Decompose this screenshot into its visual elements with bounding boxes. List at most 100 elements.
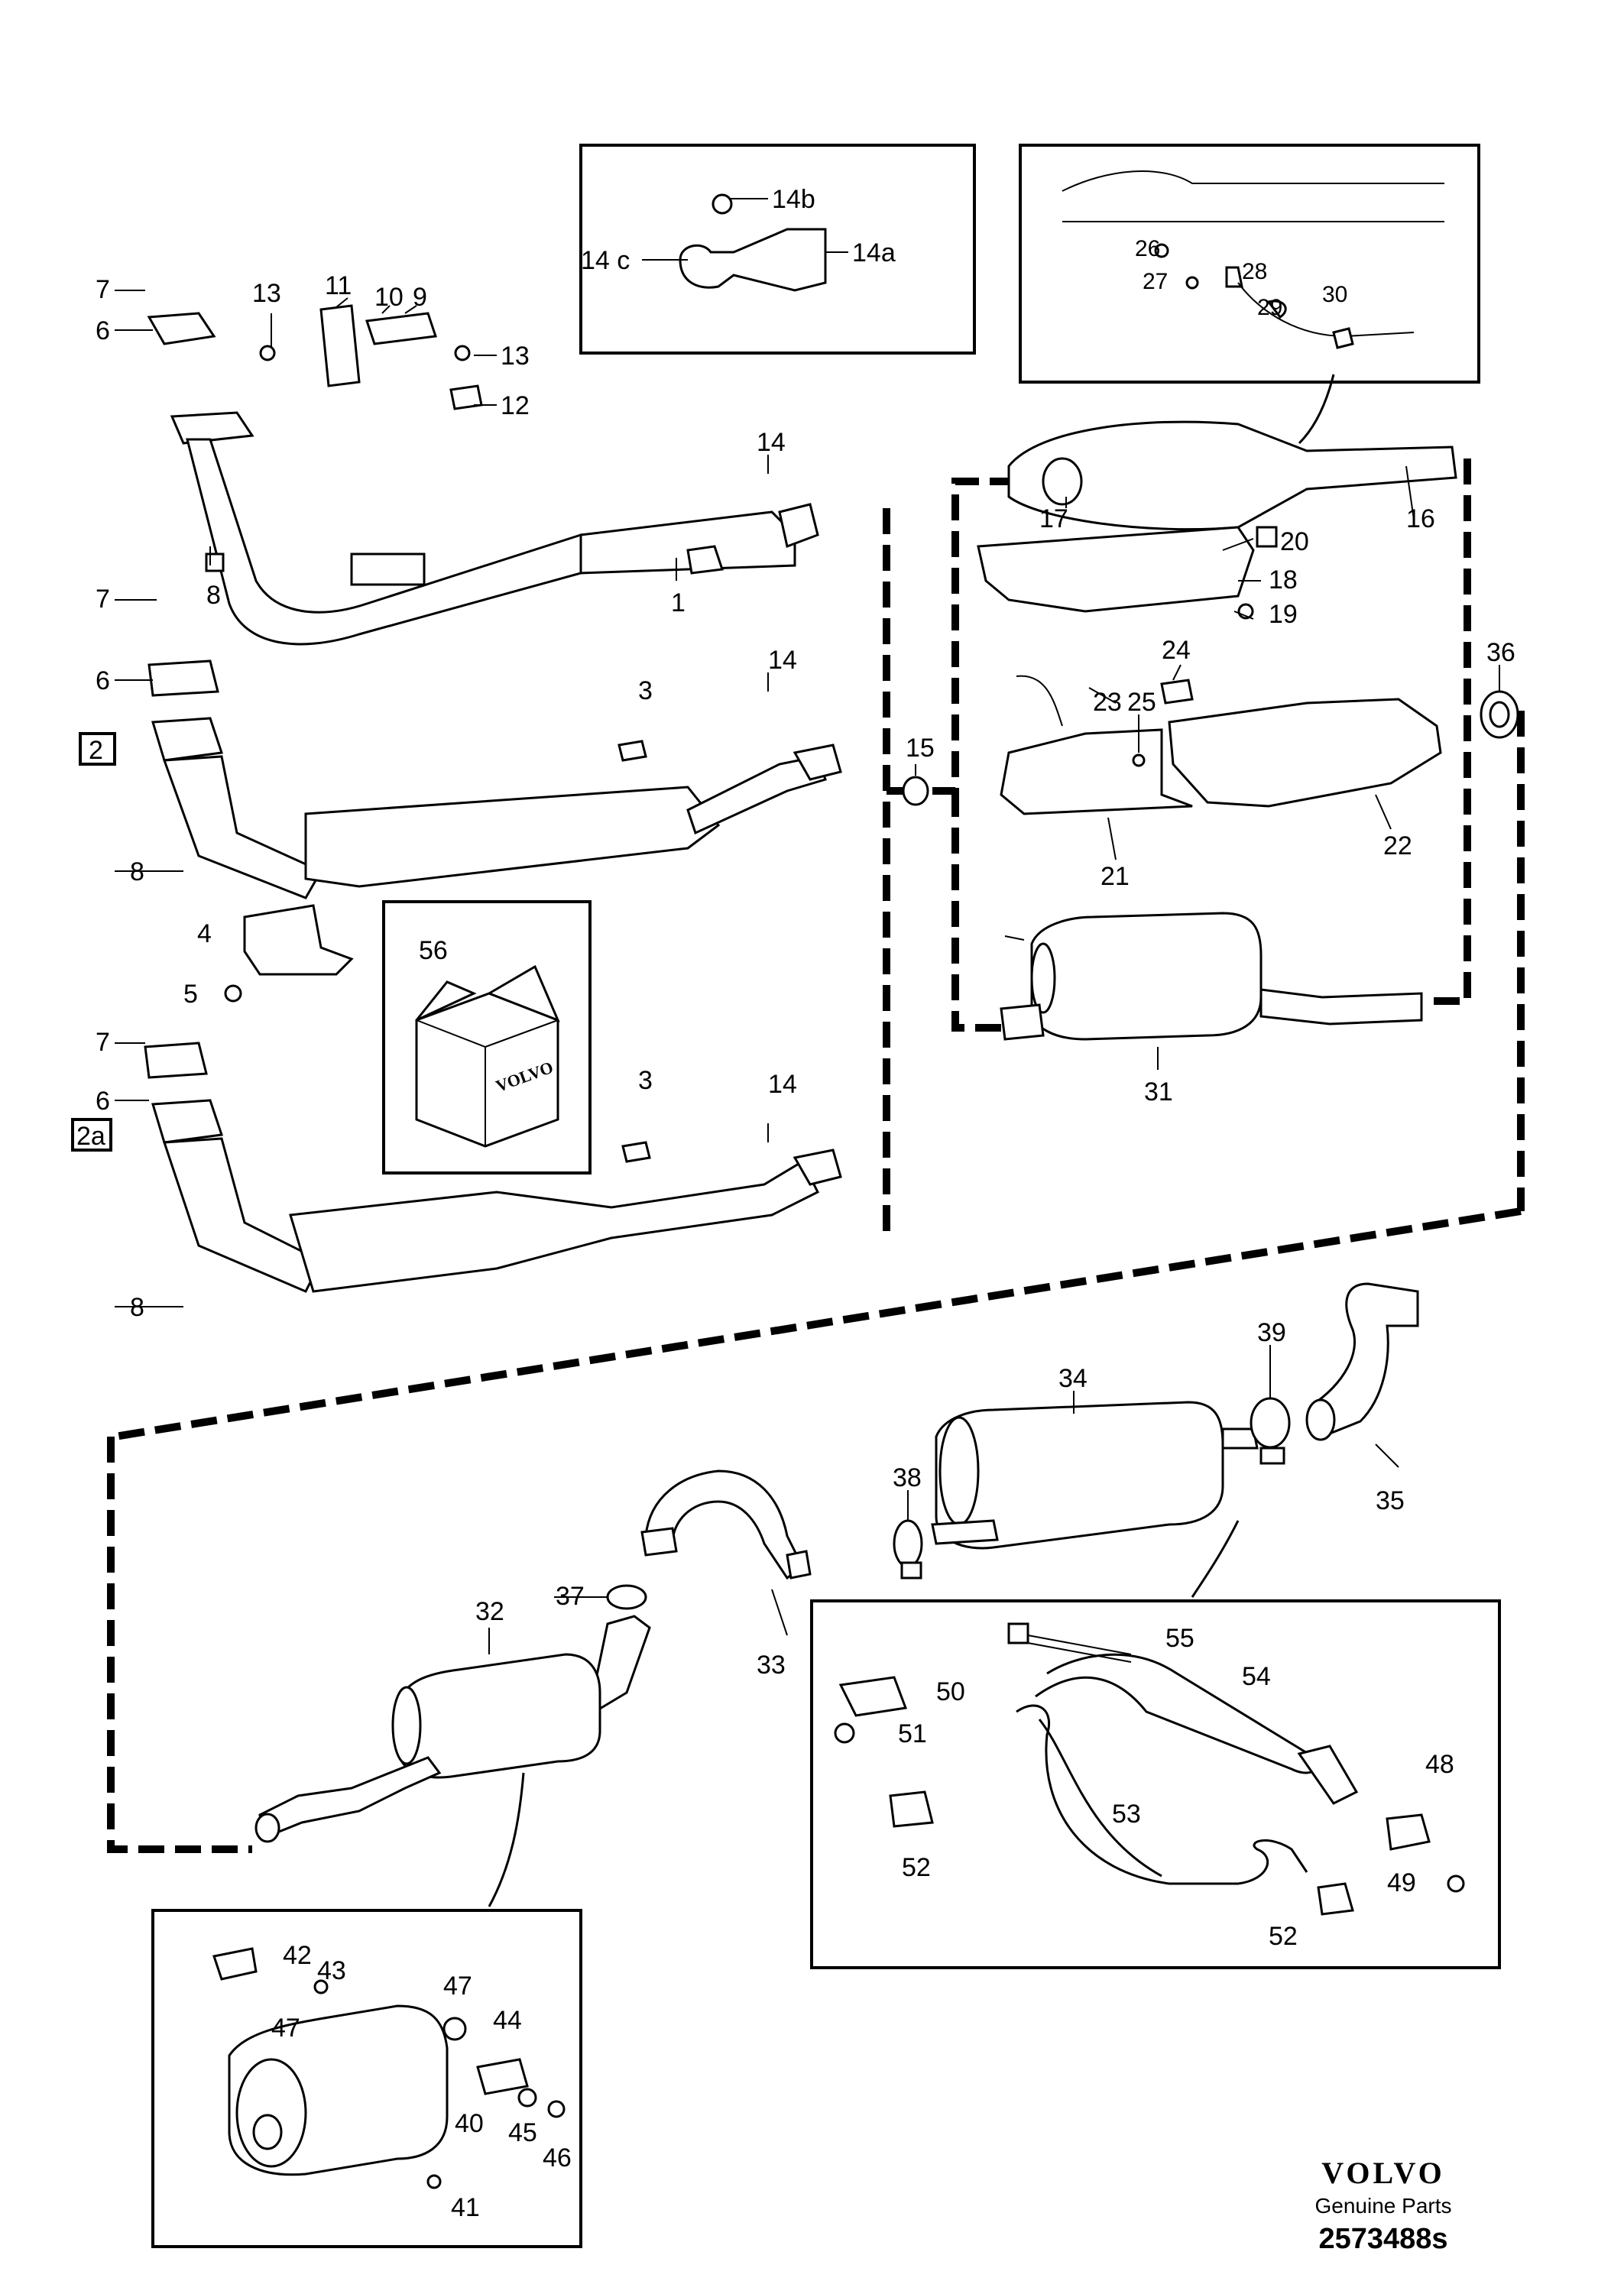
screw-25 <box>1132 753 1146 767</box>
callout-21: 21 <box>1100 862 1130 891</box>
bracket-group-9-13 <box>259 304 483 410</box>
callout-11: 11 <box>325 271 352 300</box>
heat-shield-21 <box>1000 728 1193 815</box>
callout-51: 51 <box>898 1719 927 1748</box>
callout-8: 8 <box>206 581 221 610</box>
callout-8: 8 <box>130 1293 144 1322</box>
volvo-logo: VOLVO <box>1321 2156 1445 2190</box>
callout-28: 28 <box>1242 259 1267 284</box>
callout-35: 35 <box>1376 1486 1405 1515</box>
callout-5: 5 <box>183 980 198 1009</box>
dashed-line-long-horizontal <box>114 1207 1522 1440</box>
callout-27: 27 <box>1143 269 1168 294</box>
callout-24: 24 <box>1162 636 1191 665</box>
rubber-ring-36 <box>1480 690 1519 739</box>
callout-42: 42 <box>283 1941 312 1970</box>
callout-31: 31 <box>1144 1077 1173 1106</box>
callout-7: 7 <box>96 275 110 304</box>
callout-7: 7 <box>96 585 110 614</box>
heat-shield-4 <box>224 904 354 1003</box>
clip-20 <box>1256 526 1278 548</box>
front-muffler-31 <box>1000 912 1423 1041</box>
tailpipe-35 <box>1305 1282 1419 1441</box>
callout-38: 38 <box>893 1463 922 1492</box>
kit-box-56: VOLVO <box>415 964 560 1148</box>
arrow-to-lambda <box>1298 374 1335 445</box>
ring-15 <box>902 776 929 806</box>
callout-36: 36 <box>1486 638 1515 667</box>
callout-19: 19 <box>1269 600 1298 629</box>
inset-box-bracket-14 <box>579 144 976 355</box>
callout-34: 34 <box>1058 1364 1088 1393</box>
callout-26: 26 <box>1135 236 1160 261</box>
callout-41: 41 <box>451 2193 480 2222</box>
callout-53: 53 <box>1112 1800 1141 1829</box>
callout-14: 14 <box>768 1070 797 1099</box>
callout-10: 10 <box>374 283 404 312</box>
callout-7: 7 <box>96 1028 110 1057</box>
callout-13: 13 <box>252 279 281 308</box>
callout-30: 30 <box>1322 282 1347 307</box>
heat-shield-18 <box>977 526 1255 613</box>
callout-39: 39 <box>1257 1318 1286 1347</box>
callout-49: 49 <box>1387 1868 1416 1897</box>
callout-40: 40 <box>455 2109 484 2138</box>
callout-17: 17 <box>1039 504 1068 533</box>
callout-1: 1 <box>671 588 686 617</box>
callout-12: 12 <box>501 391 530 420</box>
callout-2a: 2a <box>76 1122 105 1151</box>
callout-18: 18 <box>1269 565 1298 595</box>
arrow-to-mount-inset <box>488 1772 525 1907</box>
callout-3: 3 <box>638 676 653 705</box>
callout-14: 14 <box>768 646 797 675</box>
hanger-group-48-55 <box>834 1622 1465 1916</box>
dashed-line-15-to-cat-group <box>932 478 1013 1032</box>
lambda-sensor-group <box>1062 170 1444 349</box>
leader-lines <box>115 198 1500 1654</box>
catalytic-converter-16 <box>1007 420 1457 531</box>
callout-37: 37 <box>556 1582 585 1611</box>
dashed-line-front-pipe-to-15 <box>883 508 913 1234</box>
callout-3: 3 <box>638 1066 653 1095</box>
callout-14c: 14 c <box>581 246 630 275</box>
callout-labels: 7 6 13 11 10 9 13 12 14 8 1 14b 14 c 14a… <box>76 185 1515 2222</box>
silencer-32 <box>254 1653 601 1843</box>
callout-13: 13 <box>501 342 530 371</box>
callout-25: 25 <box>1127 688 1156 717</box>
callout-15: 15 <box>906 734 935 763</box>
front-pipe-assembly-1 <box>147 312 819 646</box>
callout-4: 4 <box>197 919 212 948</box>
front-pipe-assembly-2 <box>147 659 842 899</box>
callout-6: 6 <box>96 1087 110 1116</box>
callout-32: 32 <box>475 1597 504 1626</box>
callout-52: 52 <box>902 1853 931 1882</box>
inset-box-hangers <box>810 1599 1501 1969</box>
clip-23 <box>1016 675 1063 727</box>
clamp-37 <box>606 1584 647 1610</box>
arrow-to-hanger-inset <box>1191 1520 1240 1598</box>
bracket-14-assembly <box>679 193 827 292</box>
dashed-line-left-vertical <box>107 1437 252 1853</box>
intermediate-pipe-33 <box>586 1469 812 1719</box>
inset-box-kit-56 <box>382 900 592 1175</box>
callout-2: 2 <box>89 736 103 765</box>
rear-mount-group-40-47 <box>212 1947 566 2189</box>
callout-44: 44 <box>493 2006 522 2035</box>
callout-6: 6 <box>96 316 110 345</box>
callout-46: 46 <box>543 2143 572 2172</box>
callout-23: 23 <box>1093 688 1122 717</box>
brand-subtitle: Genuine Parts <box>1314 2194 1452 2218</box>
callout-52: 52 <box>1269 1922 1298 1951</box>
callout-54: 54 <box>1242 1662 1271 1691</box>
brand-block: VOLVO Genuine Parts 2573488s <box>1269 2155 1498 2256</box>
callout-43: 43 <box>317 1956 346 1985</box>
callout-47: 47 <box>443 1972 472 2001</box>
label-box-2a <box>71 1118 112 1152</box>
callout-9: 9 <box>413 283 427 312</box>
heat-shield-22 <box>1168 698 1442 808</box>
inset-box-lambda-sensor <box>1019 144 1480 384</box>
diagram-id: 2573488s <box>1318 2223 1448 2255</box>
callout-47: 47 <box>271 2014 300 2043</box>
callout-22: 22 <box>1383 831 1412 860</box>
